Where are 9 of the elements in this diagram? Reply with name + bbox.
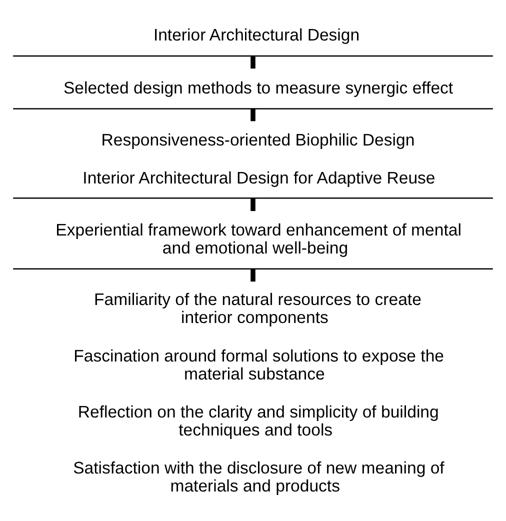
node-text: Responsiveness-oriented Biophilic Design Interior Architectural Design for Adaptive Reuse: [82, 130, 436, 188]
connector: [250, 108, 256, 122]
node-text: Selected design methods to measure synergic effect: [63, 78, 454, 98]
node-text: Interior Architectural Design: [153, 26, 360, 45]
node-text: Familiarity of the natural resources to create interior components Fascination around formal solutions to expose the material substance Reflection on the clarity and simplicity of building techniques and tools Satisfaction with the disclosure of new meaning of materials and products: [73, 290, 444, 496]
connector: [250, 56, 256, 69]
connector: [250, 269, 256, 282]
connector: [250, 198, 256, 212]
node-text: Experiential framework toward enhancement of mental and emotional well-being: [56, 220, 462, 258]
